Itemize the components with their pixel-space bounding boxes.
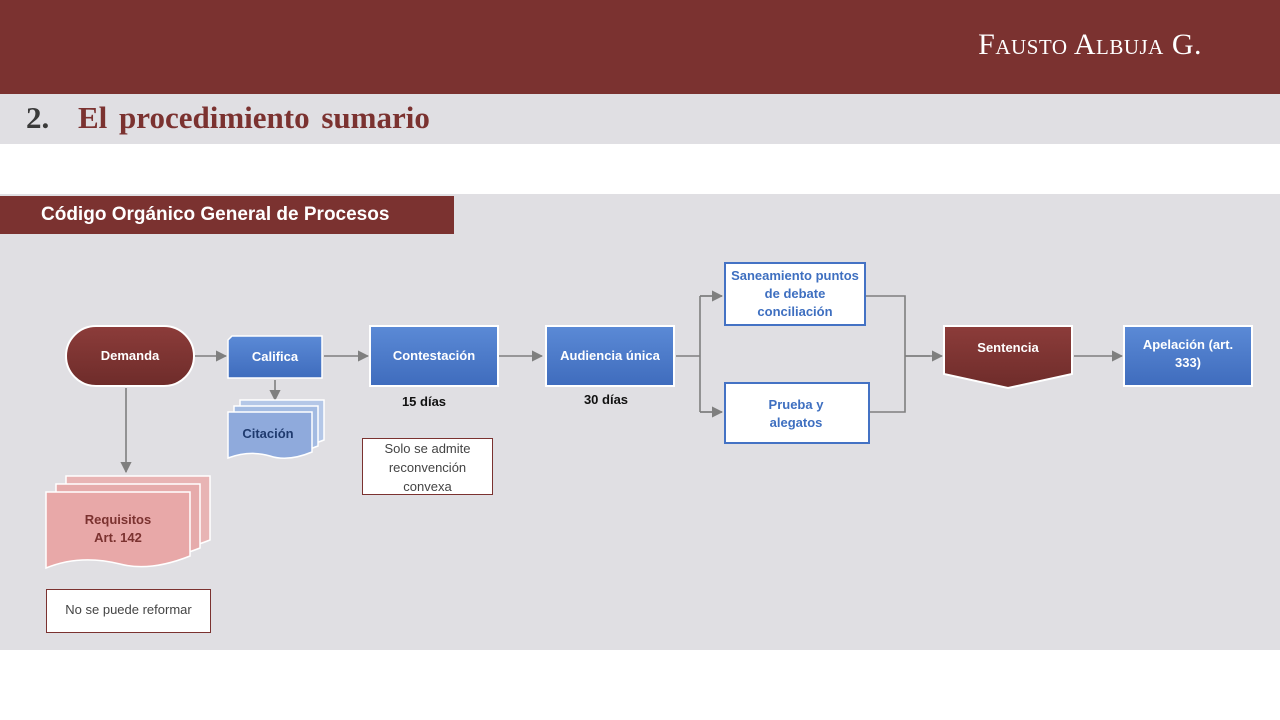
audiencia-term: 30 días [583, 392, 629, 407]
sentencia-shape [943, 325, 1073, 390]
title-band [0, 94, 1280, 144]
content-panel [0, 194, 1280, 650]
arrow-merge-lines [866, 295, 930, 413]
section-number: 2. [26, 100, 50, 135]
section-tab: Código Orgánico General de Procesos [0, 196, 454, 234]
connectors [120, 290, 1124, 474]
saneamiento-label: Saneamiento puntos de debate conciliació… [731, 268, 859, 319]
contestacion-label: Contestación [392, 348, 476, 363]
citacion-stack [227, 399, 325, 460]
citacion-label: Citación [242, 426, 294, 441]
audiencia-label: Audiencia única [560, 348, 660, 363]
contestacion-shape [369, 325, 499, 387]
requisitos-stack [45, 475, 211, 570]
demanda-label: Demanda [100, 348, 160, 363]
audiencia-shape [545, 325, 675, 387]
demanda-shape [65, 325, 195, 387]
califica-label: Califica [251, 349, 299, 364]
saneamiento-box [724, 262, 866, 326]
prueba-box [724, 382, 870, 444]
apelacion-shape [1123, 325, 1253, 387]
sentencia-label: Sentencia [977, 340, 1039, 355]
page-title: El procedimiento sumario [78, 100, 430, 135]
requisitos-label: Requisitos Art. 142 [84, 512, 152, 545]
arrow-audiencia-branch [676, 295, 722, 413]
note-reformar: No se puede reformar [46, 589, 211, 633]
note-reconvencion: Solo se admite reconvención convexa [362, 438, 493, 495]
apelacion-label: Apelación (art. 333) [1142, 337, 1234, 370]
header-bar [0, 0, 1280, 94]
author-name: Fausto Albuja G. [978, 28, 1202, 61]
contestacion-term: 15 días [401, 394, 447, 409]
califica-shape [227, 335, 323, 379]
prueba-label: Prueba y alegatos [768, 397, 824, 430]
